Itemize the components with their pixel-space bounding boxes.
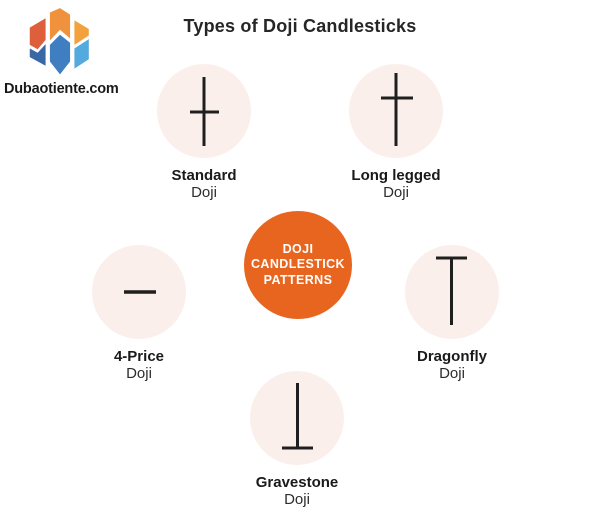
node-four-price-doji: 4-Price Doji [59,245,219,383]
dragonfly-doji-circle [405,245,499,339]
standard-doji-sublabel: Doji [191,184,217,201]
logo-text: Dubaotiente.com [4,81,119,97]
four-price-doji-symbol-icon [124,290,156,294]
page-title: Types of Doji Candlesticks [183,16,417,36]
gravestone-doji-circle [250,371,344,465]
dubaotiente-logo-icon [29,8,89,75]
four-price-doji-circle [92,245,186,339]
node-standard-doji: Standard Doji [124,64,284,202]
gravestone-doji-symbol-icon [282,383,313,450]
long-legged-doji-sublabel: Doji [383,184,409,201]
site-logo: Dubaotiente.com [4,6,122,97]
four-price-doji-sublabel: Doji [126,365,152,382]
node-dragonfly-doji: Dragonfly Doji [372,245,532,383]
standard-doji-circle [157,64,251,158]
center-doji-patterns-badge: DOJI CANDLESTICK PATTERNS [244,211,352,319]
gravestone-doji-sublabel: Doji [284,491,310,508]
center-line-3: PATTERNS [263,272,333,287]
standard-doji-label: Standard [171,167,237,184]
center-line-1: DOJI [282,241,314,256]
center-line-2: CANDLESTICK [251,257,345,272]
dragonfly-doji-symbol-icon [436,256,467,325]
standard-doji-symbol-icon [190,77,219,146]
dragonfly-doji-label: Dragonfly [416,348,487,365]
long-legged-doji-circle [349,64,443,158]
four-price-doji-label: 4-Price [113,348,165,365]
node-long-legged-doji: Long legged Doji [316,64,476,202]
long-legged-doji-symbol-icon [381,73,413,146]
dragonfly-doji-sublabel: Doji [439,365,465,382]
long-legged-doji-label: Long legged [351,167,441,184]
node-gravestone-doji: Gravestone Doji [217,371,377,509]
gravestone-doji-label: Gravestone [255,474,339,491]
